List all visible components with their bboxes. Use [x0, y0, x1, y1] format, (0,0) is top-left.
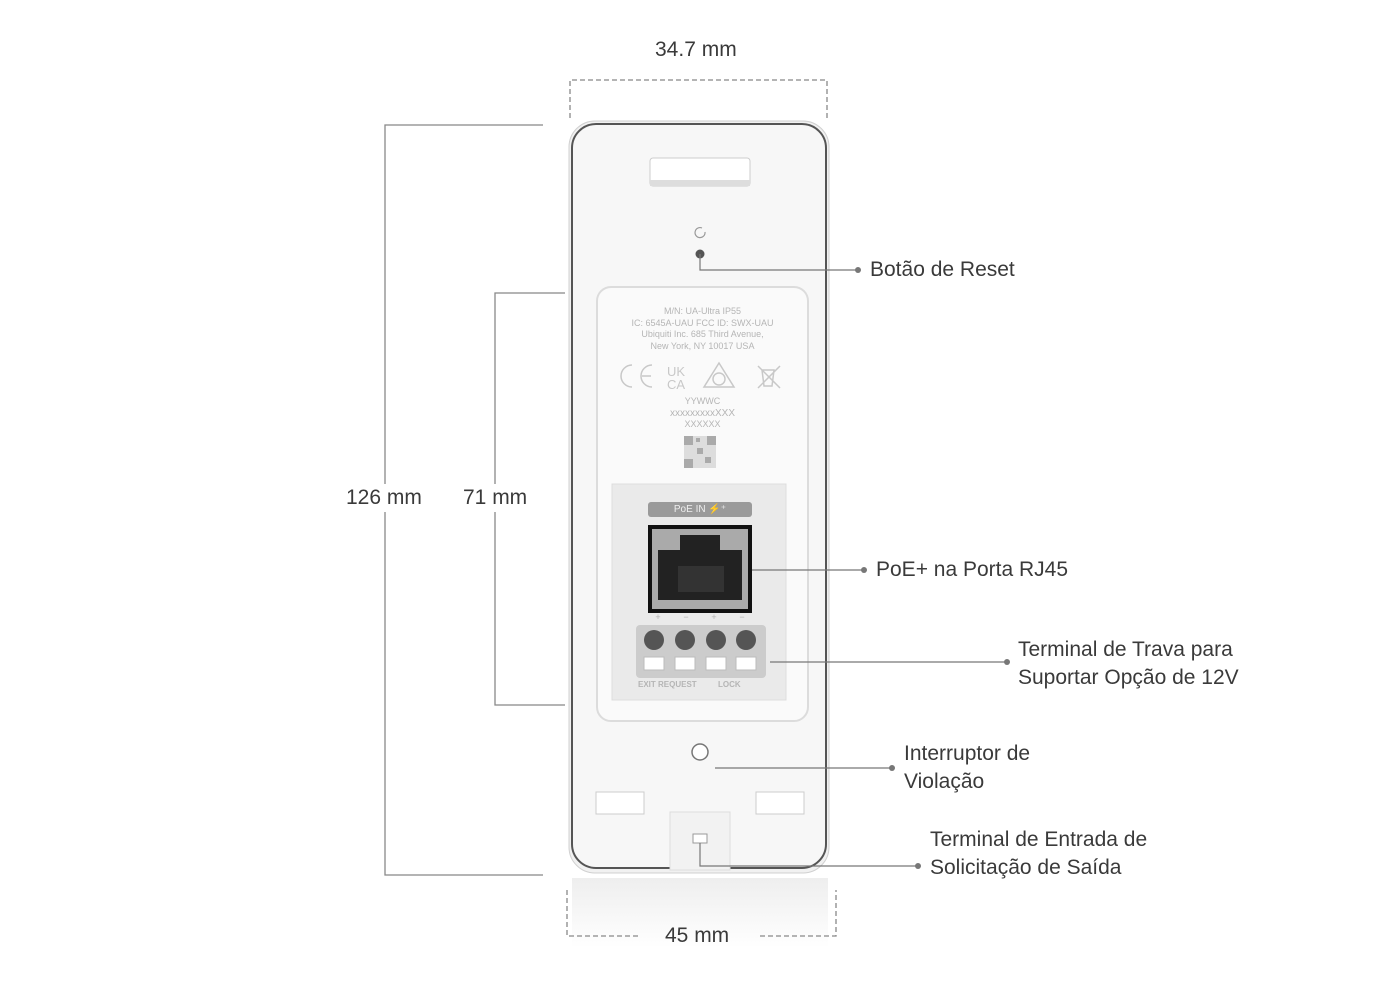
mount-tab-left [595, 791, 645, 815]
terminal-screws [644, 630, 756, 650]
label-line: M/N: UA-Ultra IP55 [663, 306, 741, 316]
label-line: IC: 6545A-UAU FCC ID: SWX-UAU [631, 317, 774, 328]
sign: + [655, 612, 661, 622]
qr-code [684, 436, 716, 468]
poe-badge-text: PoE IN ⚡⁺ [673, 504, 727, 515]
rcm-mark [702, 361, 736, 388]
exit-request-label: EXIT REQUEST [638, 680, 697, 689]
label-line: Ubiquiti Inc. 685 Third Avenue, [641, 329, 764, 339]
callout-line: Terminal de Trava para [1018, 638, 1233, 661]
dim-height-total: 126 mm [340, 484, 428, 512]
ukca-mark: UK [667, 364, 685, 379]
dim-width-top: 34.7 mm [655, 38, 737, 61]
callout-lines [699, 254, 1007, 867]
reset-icon [694, 227, 706, 239]
device-codes: YYWWC xxxxxxxxxXXX XXXXXX [600, 396, 805, 431]
lock-label: LOCK [718, 680, 741, 689]
callout-reset: Botão de Reset [870, 258, 1015, 281]
date-code: YYWWC [684, 396, 721, 406]
mount-tab-right [755, 791, 805, 815]
callout-tamper: Interruptor de Violação [904, 740, 1030, 796]
label-line: New York, NY 10017 USA [650, 340, 755, 351]
dim-width-bottom: 45 mm [665, 924, 730, 947]
callout-exit-terminal: Terminal de Entrada de Solicitação de Sa… [930, 826, 1147, 882]
callout-poe: PoE+ na Porta RJ45 [876, 558, 1069, 581]
sign: − [683, 612, 689, 622]
device-label-text: M/N: UA-Ultra IP55 IC: 6545A-UAU FCC ID:… [600, 306, 805, 352]
ce-mark [620, 364, 633, 388]
callout-line: Violação [904, 770, 985, 793]
terminal-block [636, 625, 766, 678]
sign: − [739, 612, 745, 622]
svg-text:CA: CA [667, 377, 685, 392]
terminal-signs: + − + − [644, 612, 756, 624]
callout-line: Terminal de Entrada de [930, 828, 1148, 851]
poe-badge [648, 502, 752, 517]
product-code: XXXXXX [684, 419, 721, 429]
callout-line: Solicitação de Saída [930, 856, 1122, 879]
tamper-switch [691, 743, 709, 761]
sign: + [711, 612, 717, 622]
callout-line: Suportar Opção de 12V [1018, 666, 1239, 689]
dim-height-plate: 71 mm [457, 484, 534, 512]
callout-lock-terminal: Terminal de Trava para Suportar Opção de… [1018, 636, 1239, 692]
certification-marks [620, 361, 781, 389]
callout-line: Interruptor de [904, 742, 1031, 765]
weee-mark [757, 365, 781, 389]
serial-number: xxxxxxxxxXXX [669, 407, 735, 419]
